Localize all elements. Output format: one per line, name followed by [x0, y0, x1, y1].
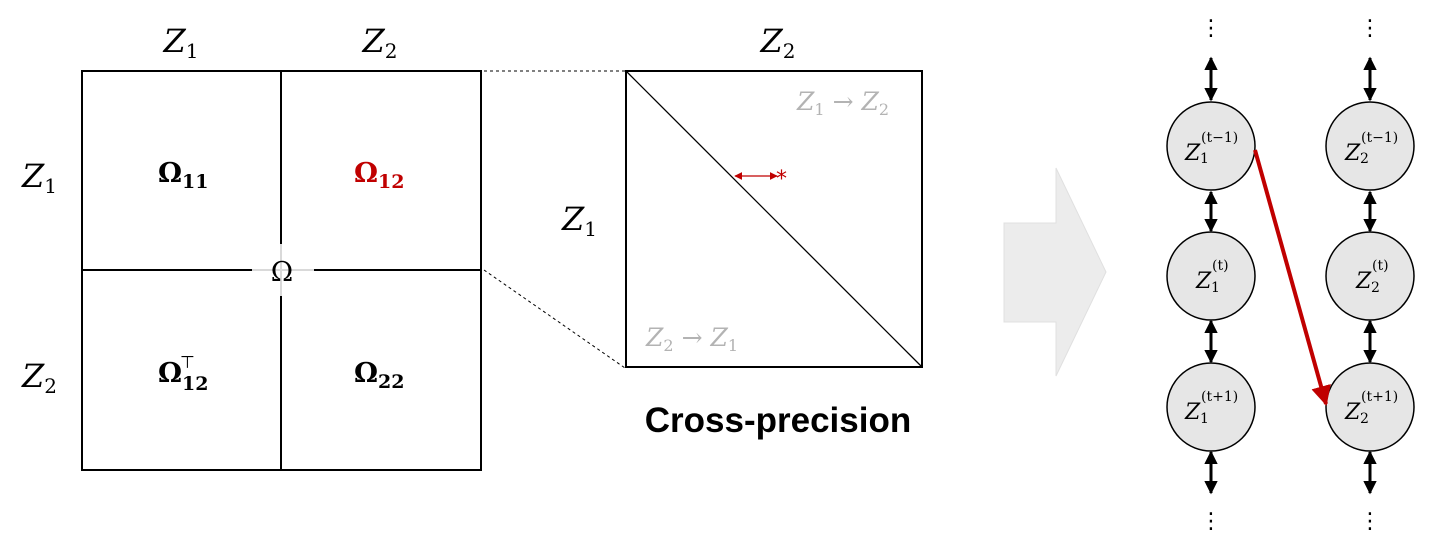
offset-star: * — [776, 167, 787, 192]
svg-text:Z: Z — [1355, 269, 1372, 294]
svg-text:1: 1 — [1211, 280, 1220, 296]
svg-text:Z: Z — [1184, 141, 1201, 166]
svg-text:Z: Z — [1195, 269, 1212, 294]
matrix-row-label-1: Z1 — [21, 157, 57, 198]
chain2-bottom-ellipsis: ⋮ — [1359, 509, 1381, 534]
svg-text:⊤: ⊤ — [180, 353, 195, 373]
zoom-connector-bottom — [483, 269, 626, 369]
node-z1-t-plus-1: Z (t+1) 1 — [1166, 362, 1256, 452]
svg-text:Z: Z — [1344, 400, 1361, 425]
chain1-bottom-ellipsis: ⋮ — [1200, 509, 1222, 534]
block-omega-12: Ω12 — [354, 158, 405, 193]
cross-precision-caption: Cross-precision — [645, 401, 911, 440]
node-z2-t: Z (t) 2 — [1325, 231, 1415, 321]
cross-precision-border — [625, 70, 923, 368]
svg-text:(t): (t) — [1212, 258, 1229, 274]
node-z1-t-minus-1: Z (t−1) 1 — [1166, 101, 1256, 191]
svg-text:Z: Z — [1184, 400, 1201, 425]
matrix-col-label-1: Z1 — [163, 22, 199, 63]
cross-precision-block: * Z2 Z1 Z1→Z2 Z2→Z1 Cross-precision — [561, 22, 923, 440]
svg-text:(t+1): (t+1) — [1361, 389, 1398, 405]
svg-text:2: 2 — [1371, 280, 1380, 296]
transition-arrow — [1003, 167, 1107, 377]
upper-triangle-note: Z1→Z2 — [796, 87, 889, 119]
svg-text:Ω12: Ω12 — [158, 358, 209, 395]
svg-text:(t+1): (t+1) — [1201, 389, 1238, 405]
svg-text:(t−1): (t−1) — [1201, 130, 1238, 146]
node-z1-t: Z (t) 1 — [1166, 231, 1256, 321]
lower-triangle-note: Z2→Z1 — [645, 323, 738, 355]
matrix-row-label-2: Z2 — [21, 357, 57, 398]
matrix-center-label: Ω — [271, 257, 293, 288]
svg-text:(t−1): (t−1) — [1361, 130, 1398, 146]
chain1-top-ellipsis: ⋮ — [1200, 16, 1222, 41]
node-z2-t-minus-1: Z (t−1) 2 — [1325, 101, 1415, 191]
block-omega-22: Ω22 — [354, 358, 405, 393]
svg-text:2: 2 — [1360, 151, 1369, 167]
svg-text:Z: Z — [1344, 141, 1361, 166]
block-omega-12-transpose: Ω12 ⊤ — [158, 353, 209, 395]
precision-matrix: Ω Z1 Z2 Z1 Z2 Ω11 Ω12 Ω12 ⊤ Ω22 — [21, 22, 482, 471]
zoom-left-label: Z1 — [561, 200, 597, 241]
temporal-chain: ⋮ ⋮ ⋮ ⋮ Z (t−1) 1 Z (t) 1 Z (t+1) — [1166, 16, 1415, 534]
cross-precision-diagonal — [625, 70, 923, 368]
chain2-top-ellipsis: ⋮ — [1359, 16, 1381, 41]
svg-text:1: 1 — [1200, 151, 1209, 167]
center-label-background — [252, 244, 314, 296]
svg-text:2: 2 — [1360, 411, 1369, 427]
svg-text:(t): (t) — [1372, 258, 1389, 274]
matrix-col-label-2: Z2 — [362, 22, 398, 63]
cross-lag-arrow — [1253, 149, 1331, 406]
block-arrow-shape — [1003, 167, 1107, 377]
node-z2-t-plus-1: Z (t+1) 2 — [1325, 362, 1415, 452]
zoom-top-label: Z2 — [760, 22, 796, 63]
svg-text:1: 1 — [1200, 411, 1209, 427]
block-omega-11: Ω11 — [158, 158, 209, 193]
